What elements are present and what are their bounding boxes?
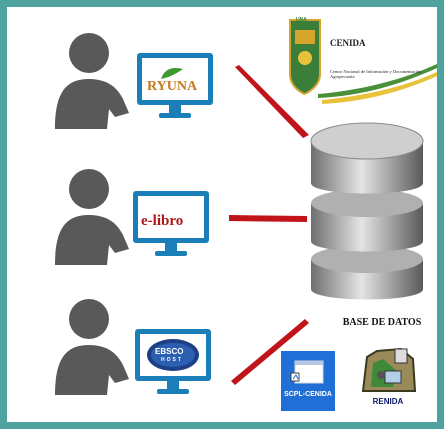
monitor-icon [135,329,211,394]
database-icon [310,122,424,300]
ebsco-logo: EBSCO [155,347,184,356]
diagram-canvas: RYUNA e-libro EBSCO HOST [7,7,437,422]
monitor-icon [137,53,213,118]
leaf-icon [161,68,183,79]
cenida-swoosh [289,19,437,104]
renida-label: RENIDA [372,397,404,406]
scpl-cenida-label: SCPL-CENIDA [284,391,332,398]
renida-app: RENIDA [353,341,423,411]
renida-logo-icon [361,347,417,392]
arrow-ebsco-to-db [231,319,309,385]
cenida-subtitle: Centro Nacional de Información y Documen… [330,69,422,79]
user-person-icon [55,169,129,265]
user-person-icon [55,299,129,395]
arrow-ryuna-to-db [235,65,309,138]
ebsco-host-label: HOST [161,357,183,363]
cenida-title: CENIDA [330,38,366,48]
cenida-badge-text: UNA [296,17,307,23]
connector-layer [229,65,309,385]
user-person-icon [55,33,129,129]
ryuna-logo: RYUNA [147,79,198,94]
arrow-elibro-to-db [229,215,307,222]
window-icon [290,360,324,384]
monitor-icon [133,191,209,256]
elibro-logo: e-libro [141,213,184,229]
database-label: BASE DE DATOS [342,317,422,328]
scpl-cenida-app: SCPL-CENIDA [281,351,335,411]
cenida-banner: UNA CENIDA Centro Nacional de Informació… [282,14,437,109]
